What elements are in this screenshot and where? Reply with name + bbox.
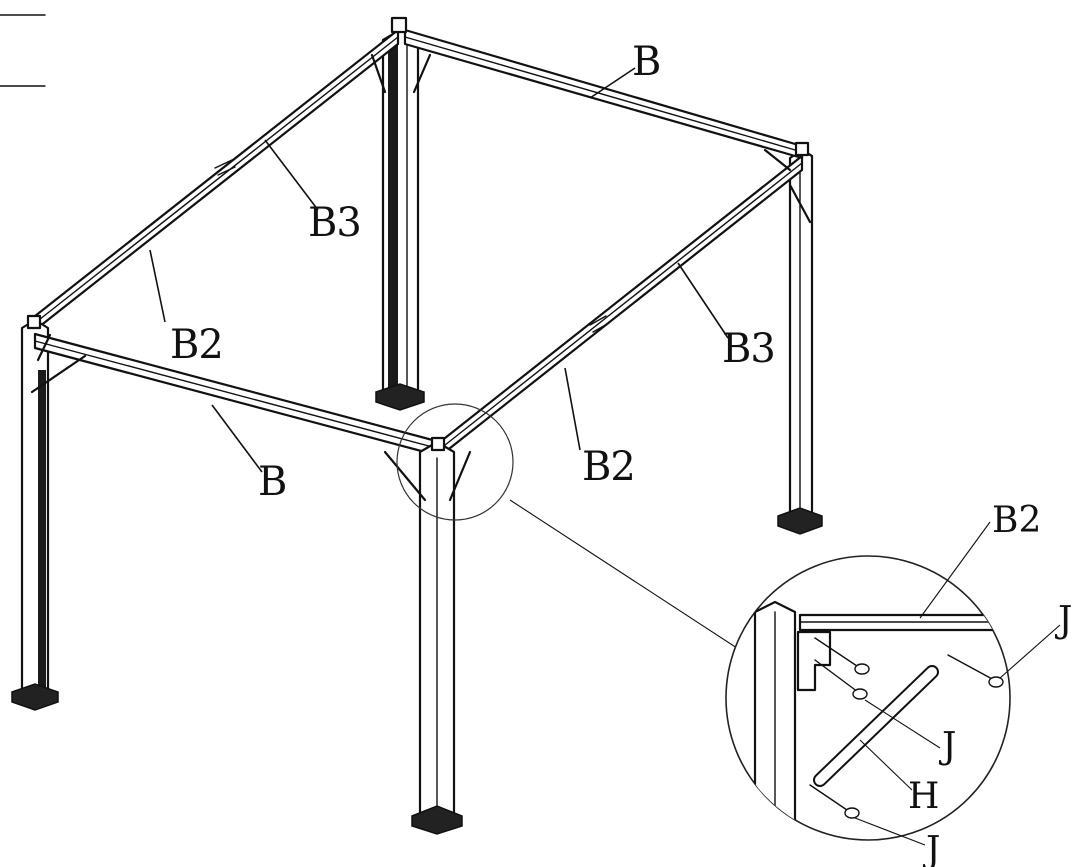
label-left-side-beam-upper: B3 [308, 200, 361, 246]
detail-leader-lines [854, 521, 1061, 846]
detail-bolt-upper-left [814, 637, 870, 675]
front-right-post [411, 440, 463, 835]
back-left-post [375, 28, 425, 411]
main-leader-lines [149, 67, 729, 473]
label-front-beam: B [258, 459, 286, 505]
label-detail-bolt-bottom: J [922, 830, 940, 867]
label-right-side-beam-lower: B2 [582, 444, 635, 490]
detail-connector-line [509, 499, 741, 651]
label-detail-bolt-top: J [1054, 600, 1072, 641]
left-side-beam [28, 28, 400, 336]
detail-bolt-right [947, 654, 1004, 688]
label-detail-brace: H [908, 776, 939, 817]
detail-view [725, 555, 1011, 841]
label-right-side-beam-upper: B3 [722, 326, 775, 372]
detail-callout-circle [396, 403, 514, 521]
page-edge-marks [0, 14, 46, 87]
back-right-post [777, 148, 823, 535]
detail-bolt-middle-left [814, 659, 868, 700]
post-caps [26, 16, 810, 452]
corner-braces [30, 53, 812, 502]
label-detail-beam: B2 [992, 500, 1041, 541]
label-top-back-beam: B [632, 39, 660, 85]
label-left-side-beam-lower: B2 [170, 322, 223, 368]
top-back-beam [403, 28, 804, 160]
right-side-beam [438, 154, 804, 458]
detail-bolt-bottom [809, 784, 860, 819]
label-detail-bolt-middle: J [938, 726, 956, 767]
